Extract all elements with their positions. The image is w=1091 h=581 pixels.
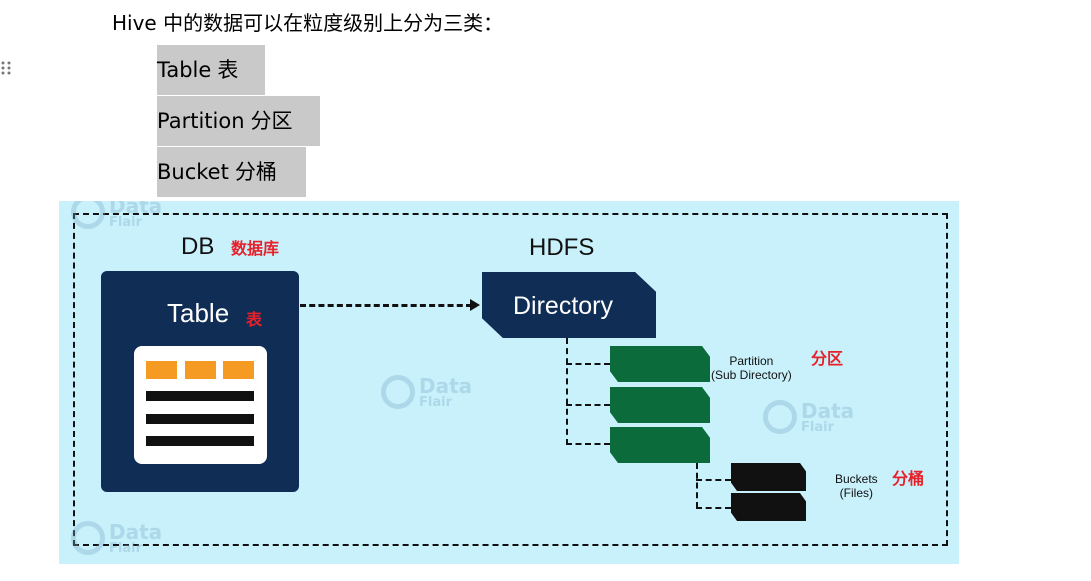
partition-block	[610, 427, 710, 463]
table-box: Table 表	[101, 271, 299, 492]
partition-block	[610, 387, 710, 423]
table-to-directory-arrow	[300, 304, 472, 307]
list-item-en: Partition	[157, 109, 245, 133]
hdfs-label: HDFS	[529, 234, 595, 261]
connector-line	[566, 338, 568, 445]
list-item-cn: 分桶	[234, 160, 277, 184]
list-item-en: Table	[157, 58, 212, 82]
partition-label: Partition (Sub Directory)	[711, 354, 792, 382]
table-title: Table	[167, 298, 230, 328]
directory-label: Directory	[513, 292, 614, 320]
connector-line	[696, 463, 698, 508]
bucket-block	[731, 463, 806, 491]
drag-handle-icon[interactable]	[0, 60, 12, 80]
connector-line	[696, 479, 731, 481]
db-cn-label: 数据库	[231, 239, 280, 258]
list-item-cn: 分区	[250, 109, 293, 133]
buckets-label: Buckets (Files)	[835, 472, 878, 500]
list-item-en: Bucket	[157, 160, 229, 184]
partition-block	[610, 346, 710, 382]
db-label: DB	[181, 233, 215, 260]
directory-box	[482, 272, 656, 338]
buckets-cn-label: 分桶	[892, 469, 925, 488]
connector-line	[566, 443, 610, 445]
list-item-cn: 表	[217, 58, 239, 82]
partition-cn-label: 分区	[811, 349, 844, 368]
connector-line	[696, 507, 731, 509]
intro-paragraph: Hive 中的数据可以在粒度级别上分为三类：	[112, 11, 504, 35]
table-cn-label: 表	[246, 310, 263, 329]
table-icon	[134, 346, 267, 464]
connector-line	[566, 363, 610, 365]
connector-line	[566, 404, 610, 406]
diagram-frame	[73, 213, 948, 546]
bucket-block	[731, 493, 806, 521]
arrow-head-icon	[470, 299, 480, 311]
